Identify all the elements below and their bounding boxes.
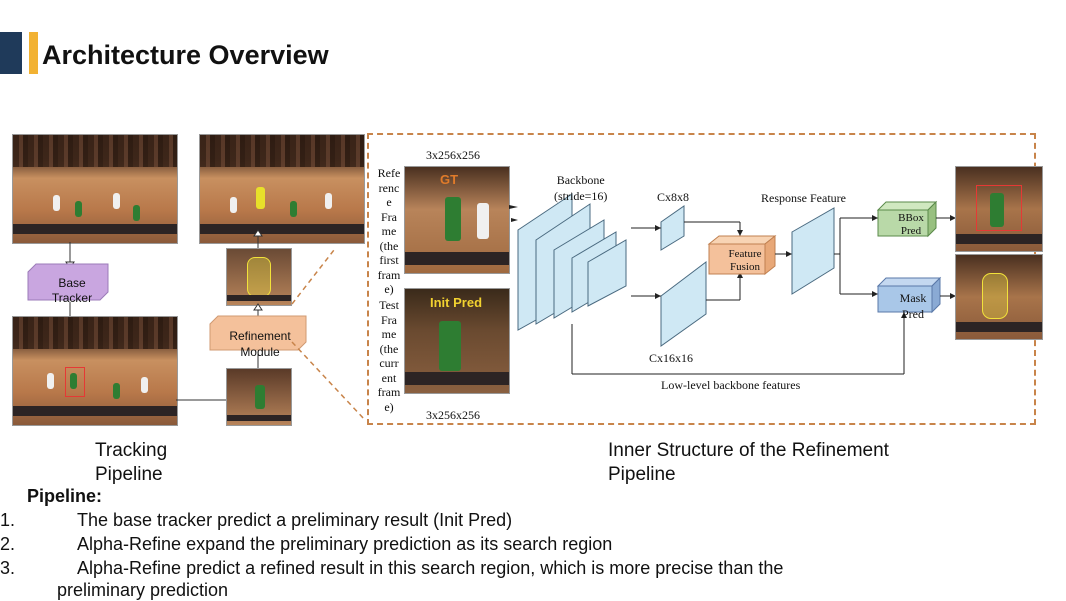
init-pred-label: Init Pred (430, 295, 483, 310)
backbone-label: Backbone (stride=16) (554, 173, 608, 203)
pipeline-item-1-text: The base tracker predict a preliminary r… (77, 510, 513, 530)
pipeline-item-3-text: Alpha-Refine predict a refined result in… (77, 558, 784, 578)
title-accent-yellow (29, 32, 38, 74)
response-feature-label: Response Feature (761, 191, 846, 205)
inner-structure-caption: Inner Structure of the Refinement Pipeli… (608, 440, 889, 485)
tracking-frame-top-right (199, 134, 365, 244)
refined-mask-crop (226, 248, 292, 306)
gt-label: GT (440, 172, 459, 187)
pipeline-heading: Pipeline: (27, 486, 103, 506)
dim-c16-label: Cx16x16 (649, 351, 694, 365)
base-tracker-label: Base Tracker (51, 276, 93, 305)
test-frame-image (404, 288, 510, 394)
pipeline-item-3-continuation: preliminary prediction (57, 580, 229, 600)
mask-output-image (955, 254, 1043, 340)
dim-c8-label: Cx8x8 (657, 190, 690, 204)
slide-title: Architecture Overview (42, 40, 329, 70)
input-dim-bottom: 3x256x256 (426, 408, 480, 422)
input-dim-top: 3x256x256 (426, 148, 480, 162)
bbox-pred-label: BBox Pred (898, 212, 924, 237)
reference-frame-image (404, 166, 510, 274)
pipeline-item-3-number: 3. (0, 558, 16, 578)
pipeline-item-2-number: 2. (0, 534, 16, 554)
tracking-frame-bottom-left (12, 316, 178, 426)
refinement-module-label: Refinement Module (229, 329, 291, 359)
pipeline-item-2-text: Alpha-Refine expand the preliminary pred… (77, 534, 613, 554)
pipeline-item-1-number: 1. (0, 510, 16, 530)
search-region-crop (226, 368, 292, 426)
tracking-pipeline-caption: Tracking Pipeline (95, 440, 168, 485)
bbox-output-image (955, 166, 1043, 252)
test-frame-text: Test Fra me (the curr ent fram e) (377, 298, 401, 414)
mask-pred-label: Mask Pred (899, 291, 927, 321)
title-accent-dark (0, 32, 22, 74)
tracking-frame-top-left (12, 134, 178, 244)
feature-fusion-label: Feature Fusion (728, 248, 762, 273)
reference-frame-text: Refe renc e Fra me (the first fram e) (377, 166, 401, 296)
low-level-features-label: Low-level backbone features (661, 378, 801, 392)
